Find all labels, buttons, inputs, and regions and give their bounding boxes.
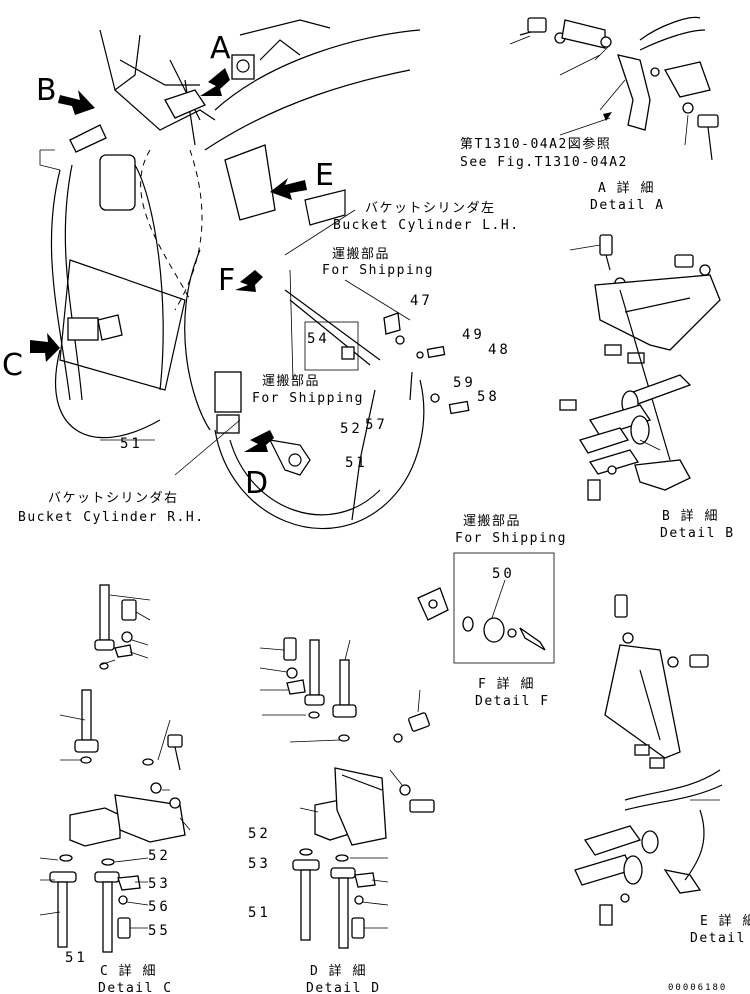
shipping-jp-1: 運搬部品 [332, 247, 390, 262]
bucket-cyl-lh-en: Bucket Cylinder L.H. [333, 218, 520, 233]
bucket-cyl-rh-jp: バケットシリンダ右 [48, 491, 179, 506]
part-58: 58 [477, 389, 500, 405]
part-51-c: 51 [65, 950, 88, 966]
part-51-d: 51 [248, 905, 271, 921]
view-arrow-b [58, 90, 95, 115]
detail-f [417, 552, 555, 664]
valve-block-d [214, 371, 242, 413]
detail-b [559, 234, 721, 501]
part-55-c: 55 [148, 923, 171, 939]
detail-d-jp: D 詳 細 [310, 963, 367, 979]
view-letter-b: B [36, 73, 57, 108]
view-arrows [30, 68, 307, 452]
right-bracket [224, 144, 276, 221]
detail-f-jp: F 詳 細 [478, 676, 535, 692]
bucket-cyl-rh-en: Bucket Cylinder R.H. [18, 510, 205, 525]
detail-c-block [69, 807, 121, 847]
part-51-main-right: 51 [345, 455, 368, 471]
part-57: 57 [365, 417, 388, 433]
shipping-box-54 [304, 321, 359, 371]
part-47: 47 [410, 293, 433, 309]
shipping-en-1: For Shipping [322, 263, 434, 278]
view-letter-e: E [315, 158, 334, 193]
part-53-d: 53 [248, 856, 271, 872]
detail-b-bracket [594, 274, 721, 351]
valve-block-d2 [216, 414, 240, 434]
detail-e-jp: E 詳 細 [700, 913, 750, 929]
see-fig-ref-en: See Fig.T1310-04A2 [460, 155, 628, 170]
view-arrow-a [200, 68, 230, 96]
shipping-en-3: For Shipping [455, 531, 567, 546]
top-bracket [164, 89, 206, 119]
detail-d-en: Detail D [306, 981, 381, 994]
shipping-jp-2: 運搬部品 [262, 374, 320, 389]
part-54: 54 [307, 331, 330, 347]
part-56-c: 56 [148, 899, 171, 915]
part-52-c: 52 [148, 848, 171, 864]
detail-e [574, 594, 723, 926]
detail-a-jp: A 詳 細 [598, 180, 655, 196]
part-53-c: 53 [148, 876, 171, 892]
detail-c [39, 584, 191, 953]
view-arrow-e [270, 178, 307, 200]
detail-f-frame [453, 552, 555, 664]
view-letter-d: D [245, 466, 268, 501]
part-51-main-left: 51 [120, 436, 143, 452]
left-fitting [69, 124, 107, 153]
detail-b-en: Detail B [660, 526, 735, 541]
main-assembly [39, 19, 470, 529]
detail-d [259, 637, 435, 949]
part-50: 50 [492, 566, 515, 582]
view-arrow-d [244, 430, 274, 452]
view-letter-c: C [2, 348, 23, 383]
part-59: 59 [453, 375, 476, 391]
detail-e-bracket [604, 644, 681, 759]
detail-a-en: Detail A [590, 198, 665, 213]
boom-bracket [231, 54, 255, 80]
detail-c-en: Detail C [98, 981, 173, 994]
view-letter-f: F [218, 263, 235, 298]
detail-b-jp: B 詳 細 [662, 508, 719, 524]
view-letter-a: A [210, 31, 231, 66]
detail-e-en: Detail E [690, 931, 750, 946]
cylinder-head-left [99, 154, 136, 211]
detail-c-tube-top [99, 584, 110, 641]
detail-a [509, 16, 719, 161]
part-49: 49 [462, 327, 485, 343]
valve-block-c [67, 317, 99, 341]
view-arrow-c [30, 333, 60, 362]
part-52-main: 52 [340, 421, 363, 437]
see-fig-ref-jp: 第T1310-04A2図参照 [460, 136, 611, 152]
drawing-number: 00006180 [668, 983, 727, 993]
part-48: 48 [488, 342, 511, 358]
shipping-en-2: For Shipping [252, 391, 364, 406]
bucket-cyl-lh-jp: バケットシリンダ左 [365, 201, 496, 216]
shipping-jp-3: 運搬部品 [463, 514, 521, 529]
detail-f-en: Detail F [475, 694, 550, 709]
part-52-d: 52 [248, 826, 271, 842]
detail-c-jp: C 詳 細 [100, 963, 157, 979]
view-arrow-f [235, 270, 263, 292]
